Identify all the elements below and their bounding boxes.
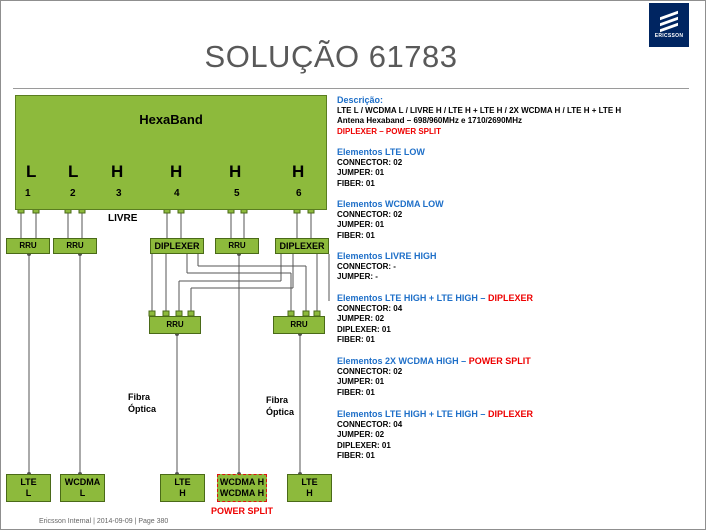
section-title-row: Elementos LTE HIGH + LTE HIGH – DIPLEXER [337, 293, 697, 304]
section-lte-high-diplexer-2: Elementos LTE HIGH + LTE HIGH – DIPLEXER… [337, 409, 697, 462]
output-line2: L [79, 488, 86, 498]
band-label-6: H [292, 162, 305, 181]
port-number-5: 5 [234, 188, 240, 199]
port-number-4: 4 [174, 188, 180, 199]
fiber-label-line2: Óptica [266, 407, 295, 417]
band-label-2: L [68, 162, 79, 181]
output-wcdma-high-power-split: WCDMA H WCDMA H [217, 474, 267, 502]
rru-box: RRU [215, 238, 259, 254]
section-title: Elementos LTE LOW [337, 147, 425, 157]
logo-text: ERICSSON [654, 32, 684, 39]
section-line: DIPLEXER: 01 [337, 440, 391, 450]
section-title: Elementos LIVRE HIGH [337, 251, 437, 261]
fiber-label-line1: Fibra [128, 392, 151, 402]
section-line: JUMPER: 02 [337, 314, 385, 323]
section-title: Elementos LTE HIGH + LTE HIGH – [337, 409, 488, 419]
description-line: LTE L / WCDMA L / LIVRE H / LTE H + LTE … [337, 105, 622, 115]
section-line: JUMPER: 01 [337, 220, 385, 229]
description-line-red: DIPLEXER – POWER SPLIT [337, 126, 442, 136]
band-label-4: H [170, 162, 183, 181]
section-title-red: DIPLEXER [487, 409, 533, 419]
section-line: FIBER: 01 [337, 451, 375, 460]
fiber-label: Fibra Óptica [266, 394, 294, 418]
port-number-3: 3 [116, 188, 122, 199]
section-title: Elementos WCDMA LOW [337, 199, 444, 209]
section-line: JUMPER: 01 [337, 377, 385, 386]
rru-box: RRU [149, 316, 201, 334]
slide-title: SOLUÇÃO 61783 [204, 39, 458, 74]
section-line: CONNECTOR: 02 [337, 366, 403, 376]
fiber-label-line2: Óptica [128, 404, 157, 414]
output-line1: LTE [301, 477, 318, 487]
output-lte-high: LTE H [160, 474, 205, 502]
output-line2: H [179, 488, 186, 498]
description-heading: Descrição: [337, 95, 384, 105]
section-line: FIBER: 01 [337, 230, 375, 240]
band-label-3: H [111, 162, 124, 181]
section-line: CONNECTOR: 02 [337, 157, 403, 167]
footer: Ericsson Internal | 2014-09-09 | Page 38… [39, 518, 169, 525]
description-block: Descrição: LTE L / WCDMA L / LIVRE H / L… [337, 95, 697, 137]
output-line1: WCDMA [64, 477, 101, 487]
output-lte-low: LTE L [6, 474, 51, 502]
livre-label: LIVRE [108, 213, 138, 224]
section-line: CONNECTOR: 02 [337, 209, 403, 219]
fiber-label-line1: Fibra [266, 395, 289, 405]
section-line: JUMPER: - [337, 272, 378, 281]
rru-box: RRU [6, 238, 50, 254]
hexaband-title: HexaBand [139, 112, 203, 127]
port-number-1: 1 [25, 188, 31, 199]
section-title-red: DIPLEXER [487, 293, 533, 303]
rru-box: RRU [273, 316, 325, 334]
fiber-label: Fibra Óptica [128, 391, 156, 415]
output-wcdma-low: WCDMA L [60, 474, 105, 502]
section-line: JUMPER: 02 [337, 430, 385, 439]
section-line: FIBER: 01 [337, 335, 375, 344]
section-line: DIPLEXER: 01 [337, 324, 391, 334]
hexaband-antenna: HexaBand L L H H H H 1 2 3 4 5 6 [15, 95, 327, 210]
power-split-label: POWER SPLIT [211, 506, 274, 516]
band-label-5: H [229, 162, 242, 181]
section-line: FIBER: 01 [337, 178, 375, 188]
section-title-row: Elementos LTE HIGH + LTE HIGH – DIPLEXER [337, 409, 697, 420]
port-number-6: 6 [296, 188, 302, 199]
section-line: CONNECTOR: 04 [337, 303, 403, 313]
band-label-1: L [26, 162, 37, 181]
section-title-red: POWER SPLIT [468, 356, 531, 366]
section-line: JUMPER: 01 [337, 168, 385, 177]
ericsson-logo: ERICSSON [649, 3, 689, 47]
description-line: Antena Hexaband – 698/960MHz e 1710/2690… [337, 116, 522, 125]
section-wcdma-low: Elementos WCDMA LOW CONNECTOR: 02 JUMPER… [337, 199, 697, 241]
diplexer-box: DIPLEXER [275, 238, 329, 254]
output-line1: LTE [20, 477, 37, 487]
section-lte-high-diplexer: Elementos LTE HIGH + LTE HIGH – DIPLEXER… [337, 293, 697, 346]
port-number-2: 2 [70, 188, 76, 199]
section-livre-high: Elementos LIVRE HIGH CONNECTOR: - JUMPER… [337, 251, 697, 283]
section-title: Elementos 2X WCDMA HIGH – [337, 356, 469, 366]
title-divider [13, 88, 689, 89]
section-line: CONNECTOR: 04 [337, 419, 403, 429]
rru-box: RRU [53, 238, 97, 254]
section-lte-low: Elementos LTE LOW CONNECTOR: 02 JUMPER: … [337, 147, 697, 189]
output-lte-high: LTE H [287, 474, 332, 502]
output-line1: WCDMA H [219, 477, 265, 487]
diplexer-box: DIPLEXER [150, 238, 204, 254]
output-line2: L [25, 488, 32, 498]
section-title: Elementos LTE HIGH + LTE HIGH – [337, 293, 488, 303]
section-2x-wcdma-high: Elementos 2X WCDMA HIGH – POWER SPLIT CO… [337, 356, 697, 398]
section-title-row: Elementos 2X WCDMA HIGH – POWER SPLIT [337, 356, 697, 367]
section-line: CONNECTOR: - [337, 261, 396, 271]
output-line1: LTE [174, 477, 191, 487]
section-line: FIBER: 01 [337, 387, 375, 397]
output-line2: H [306, 488, 313, 498]
output-line2: WCDMA H [219, 488, 265, 498]
